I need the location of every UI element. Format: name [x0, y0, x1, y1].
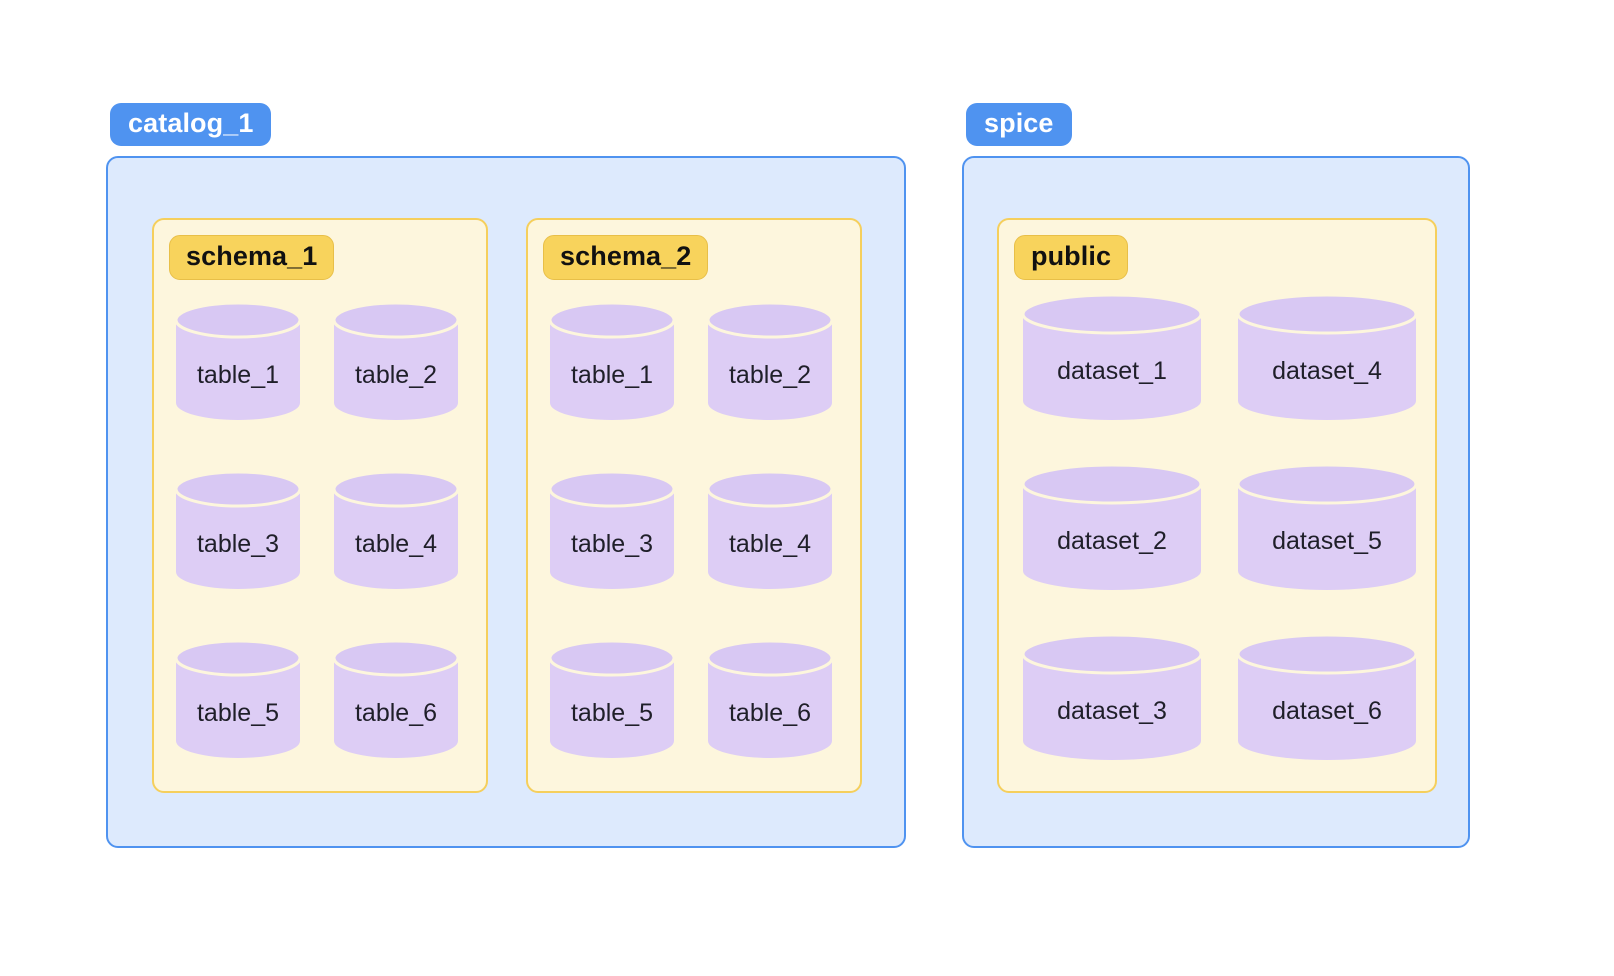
- table-cylinder-s2-table_3[interactable]: table_3: [550, 472, 674, 589]
- table-cylinder-s1-table_3[interactable]: table_3: [176, 472, 300, 589]
- dataset-cylinder-dataset_1[interactable]: dataset_1: [1023, 295, 1201, 420]
- dataset-cylinder-dataset_4[interactable]: dataset_4: [1238, 295, 1416, 420]
- cylinder-icon: [176, 472, 300, 589]
- catalog-label-catalog_1[interactable]: catalog_1: [110, 103, 272, 146]
- cylinder-icon: [1238, 465, 1416, 590]
- cylinder-icon: [1238, 295, 1416, 420]
- cylinder-icon: [334, 472, 458, 589]
- table-cylinder-s1-table_4[interactable]: table_4: [334, 472, 458, 589]
- schema-label-public[interactable]: public: [1014, 235, 1129, 280]
- catalog-label-spice[interactable]: spice: [966, 103, 1072, 146]
- table-cylinder-s1-table_2[interactable]: table_2: [334, 303, 458, 420]
- schema-label-schema_2[interactable]: schema_2: [543, 235, 709, 280]
- cylinder-icon: [176, 303, 300, 420]
- dataset-cylinder-dataset_5[interactable]: dataset_5: [1238, 465, 1416, 590]
- cylinder-icon: [550, 472, 674, 589]
- schema-box-public: public dataset_1 dataset_4: [997, 218, 1437, 793]
- cylinder-icon: [550, 303, 674, 420]
- cylinder-icon: [550, 641, 674, 758]
- cylinder-icon: [1023, 635, 1201, 760]
- catalog-box-catalog_1: schema_1 table_1 table_2: [106, 156, 906, 848]
- table-cylinder-s2-table_2[interactable]: table_2: [708, 303, 832, 420]
- cylinder-icon: [708, 472, 832, 589]
- catalog-box-spice: public dataset_1 dataset_4: [962, 156, 1470, 848]
- table-cylinder-s2-table_5[interactable]: table_5: [550, 641, 674, 758]
- dataset-cylinder-dataset_3[interactable]: dataset_3: [1023, 635, 1201, 760]
- table-cylinder-s2-table_4[interactable]: table_4: [708, 472, 832, 589]
- table-cylinder-s2-table_1[interactable]: table_1: [550, 303, 674, 420]
- cylinder-icon: [1238, 635, 1416, 760]
- catalog-group-spice: spice public dataset_1: [962, 103, 1470, 848]
- schema-box-schema_1: schema_1 table_1 table_2: [152, 218, 488, 793]
- schema-box-schema_2: schema_2 table_1 table_2: [526, 218, 862, 793]
- dataset-cylinder-dataset_2[interactable]: dataset_2: [1023, 465, 1201, 590]
- catalog-group-catalog_1: catalog_1 schema_1 table_1: [106, 103, 906, 848]
- table-cylinder-s1-table_5[interactable]: table_5: [176, 641, 300, 758]
- cylinder-icon: [708, 303, 832, 420]
- cylinder-icon: [334, 641, 458, 758]
- cylinder-icon: [1023, 465, 1201, 590]
- cylinder-icon: [708, 641, 832, 758]
- cylinder-icon: [176, 641, 300, 758]
- cylinder-icon: [1023, 295, 1201, 420]
- table-cylinder-s1-table_1[interactable]: table_1: [176, 303, 300, 420]
- table-cylinder-s1-table_6[interactable]: table_6: [334, 641, 458, 758]
- table-cylinder-s2-table_6[interactable]: table_6: [708, 641, 832, 758]
- schema-label-schema_1[interactable]: schema_1: [169, 235, 335, 280]
- dataset-cylinder-dataset_6[interactable]: dataset_6: [1238, 635, 1416, 760]
- cylinder-icon: [334, 303, 458, 420]
